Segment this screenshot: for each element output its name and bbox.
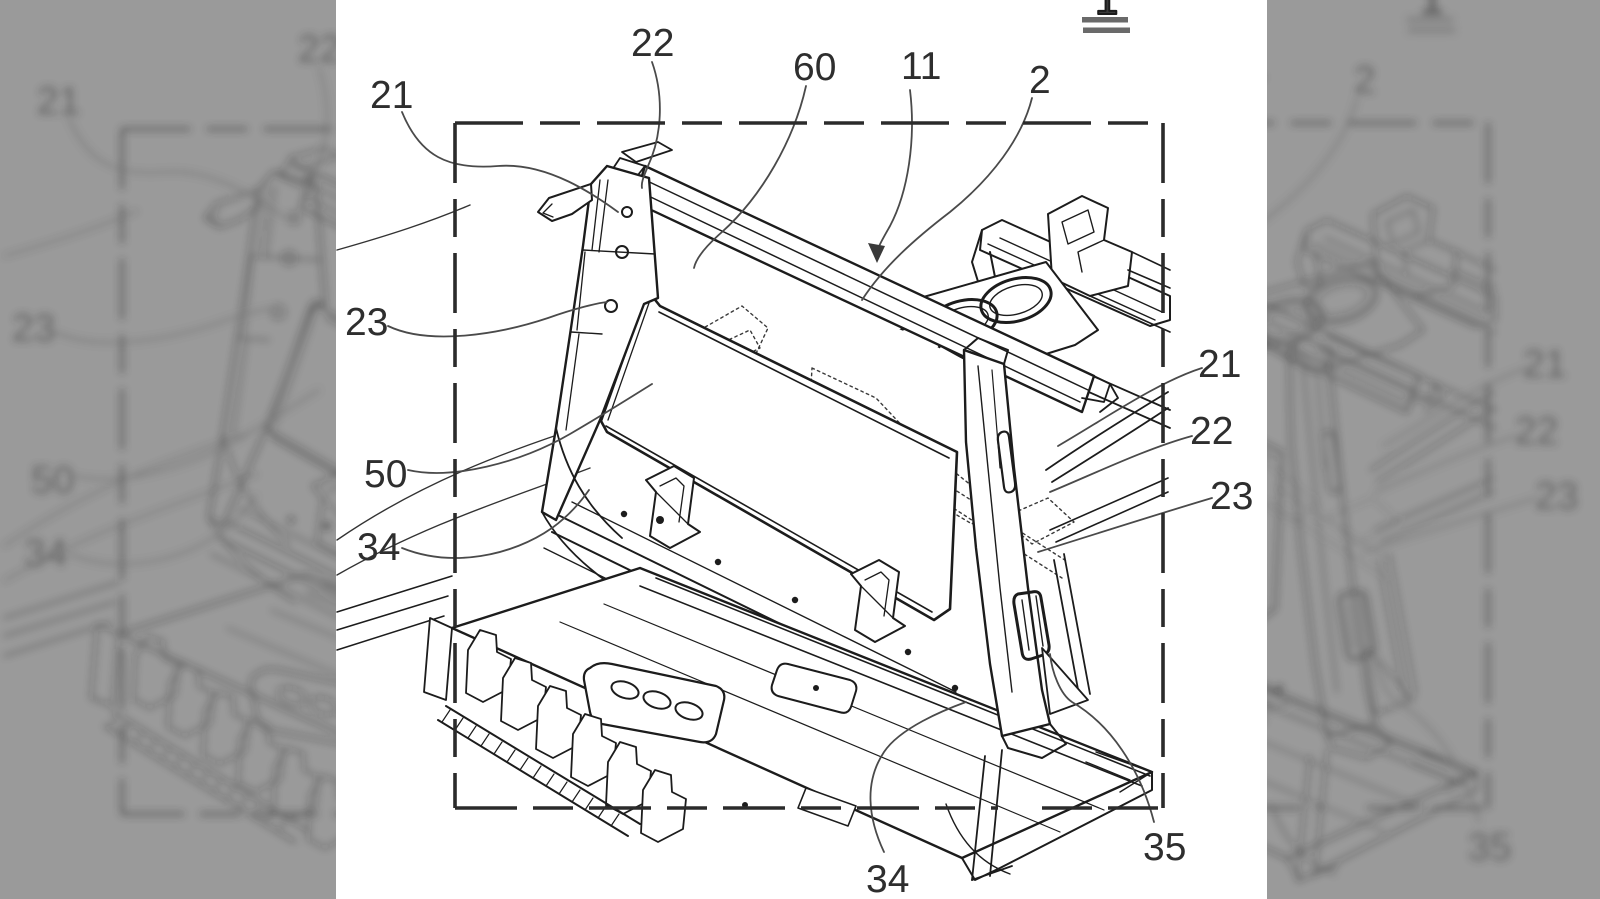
patent-figure-image: 1 21 22 60 11 2 23 50 34 21 22 23 35 34 <box>0 0 1600 899</box>
patent-drawing-canvas: 1 21 22 60 11 2 23 50 34 21 22 23 35 34 <box>0 0 1600 899</box>
